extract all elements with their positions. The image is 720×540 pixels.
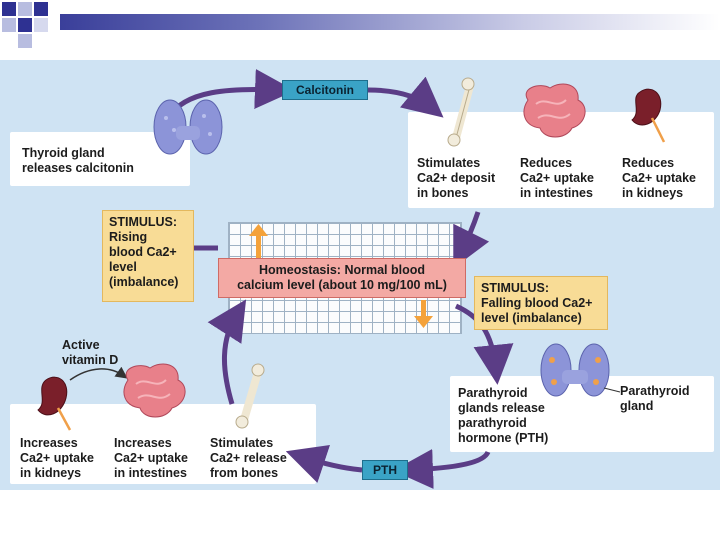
lower-bones-effect: Stimulates Ca2+ release from bones	[210, 436, 287, 480]
upper-bones-effect: Stimulates Ca2+ deposit in bones	[417, 156, 496, 200]
parathyroid-illustration	[540, 343, 621, 397]
lower-kidneys-effect: Increases Ca2+ uptake in kidneys	[20, 436, 94, 480]
lower-effects-box	[10, 404, 316, 484]
calcitonin-label: Calcitonin	[282, 80, 368, 100]
arrow-vitamin-d	[69, 366, 128, 381]
lower-kidney-illustration	[37, 376, 72, 431]
falling-level-arrow	[414, 300, 433, 328]
arrow-parathyroid-to-pth	[393, 449, 491, 490]
vitamin-d-label: Active vitamin D	[62, 338, 119, 367]
thyroid-label: Thyroid gland releases calcitonin	[22, 146, 134, 175]
stimulus-falling: STIMULUS: Falling blood Ca2+ level (imba…	[474, 276, 608, 330]
upper-kidney-illustration	[631, 88, 666, 143]
parathyroid-release-label: Parathyroid glands release parathyroid h…	[458, 386, 549, 445]
arrow-effects-to-homeostasis	[453, 211, 490, 269]
homeostasis-box: Homeostasis: Normal blood calcium level …	[218, 258, 466, 298]
upper-kidneys-effect: Reduces Ca2+ uptake in kidneys	[622, 156, 696, 200]
arrow-calcitonin-to-effects	[367, 76, 444, 118]
pth-label: PTH	[362, 460, 408, 480]
upper-bone-illustration	[447, 77, 475, 147]
parathyroid-gland-label: Parathyroid gland	[620, 384, 690, 413]
parathyroid-box	[450, 376, 714, 452]
arrow-effects-to-homeostasis-lower	[207, 299, 247, 405]
lower-bone-illustration	[235, 363, 265, 429]
header-bar	[60, 14, 720, 30]
thyroid-illustration	[153, 99, 223, 155]
upper-intestines-illustration	[523, 83, 586, 138]
arrow-pth-to-effects	[285, 444, 363, 483]
arrow-thyroid-to-calcitonin	[165, 69, 295, 120]
rising-level-arrow	[249, 224, 268, 258]
upper-intestines-effect: Reduces Ca2+ uptake in intestines	[520, 156, 594, 200]
lower-intestines-illustration	[123, 363, 186, 418]
stimulus-rising: STIMULUS: Rising blood Ca2+ level (imbal…	[102, 210, 194, 302]
lower-intestines-effect: Increases Ca2+ uptake in intestines	[114, 436, 188, 480]
